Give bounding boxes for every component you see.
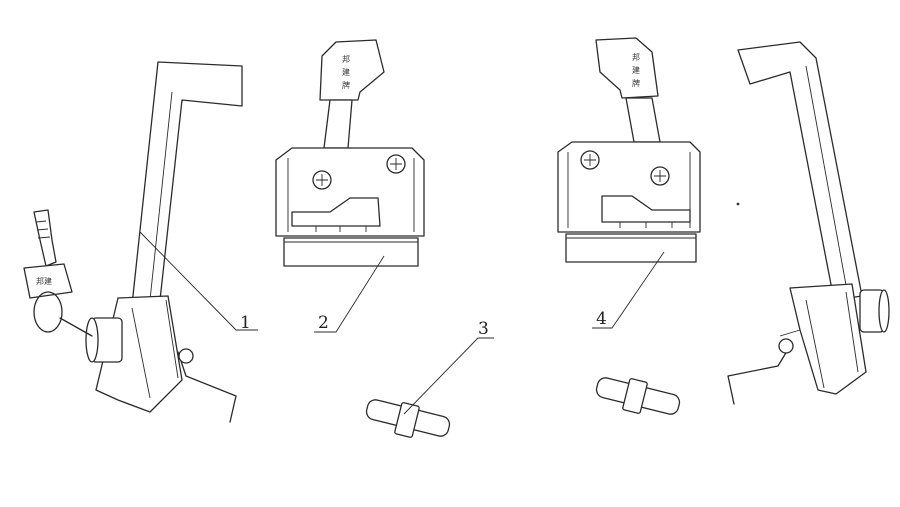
- brand-char-1: 邦: [632, 52, 640, 62]
- brand-char-3: 牌: [342, 80, 350, 90]
- key-brand-text: 邦建: [36, 276, 52, 286]
- brand-char-3: 牌: [632, 78, 640, 88]
- brand-char-2: 建: [632, 65, 640, 75]
- callout-2: 2: [318, 313, 329, 333]
- brand-char-1: 邦: [342, 54, 350, 64]
- right-lock-body: 邦 建 牌: [557, 37, 701, 329]
- right-door-handle: [727, 41, 890, 405]
- left-lock-body: 邦 建 牌: [275, 39, 425, 333]
- leader-line-3: [403, 337, 494, 415]
- leader-line-2: [314, 255, 385, 333]
- callout-3: 3: [478, 319, 489, 339]
- brand-char-2: 建: [342, 67, 350, 77]
- callout-4: 4: [596, 309, 607, 329]
- left-door-handle: 邦建: [23, 61, 258, 423]
- right-pin: [595, 377, 681, 415]
- left-pin: [365, 337, 494, 438]
- leader-line-4: [592, 251, 665, 329]
- key-icon: 邦建: [23, 209, 93, 337]
- callout-1: 1: [240, 313, 251, 333]
- speck: [736, 202, 740, 206]
- leader-line-1: [139, 231, 258, 331]
